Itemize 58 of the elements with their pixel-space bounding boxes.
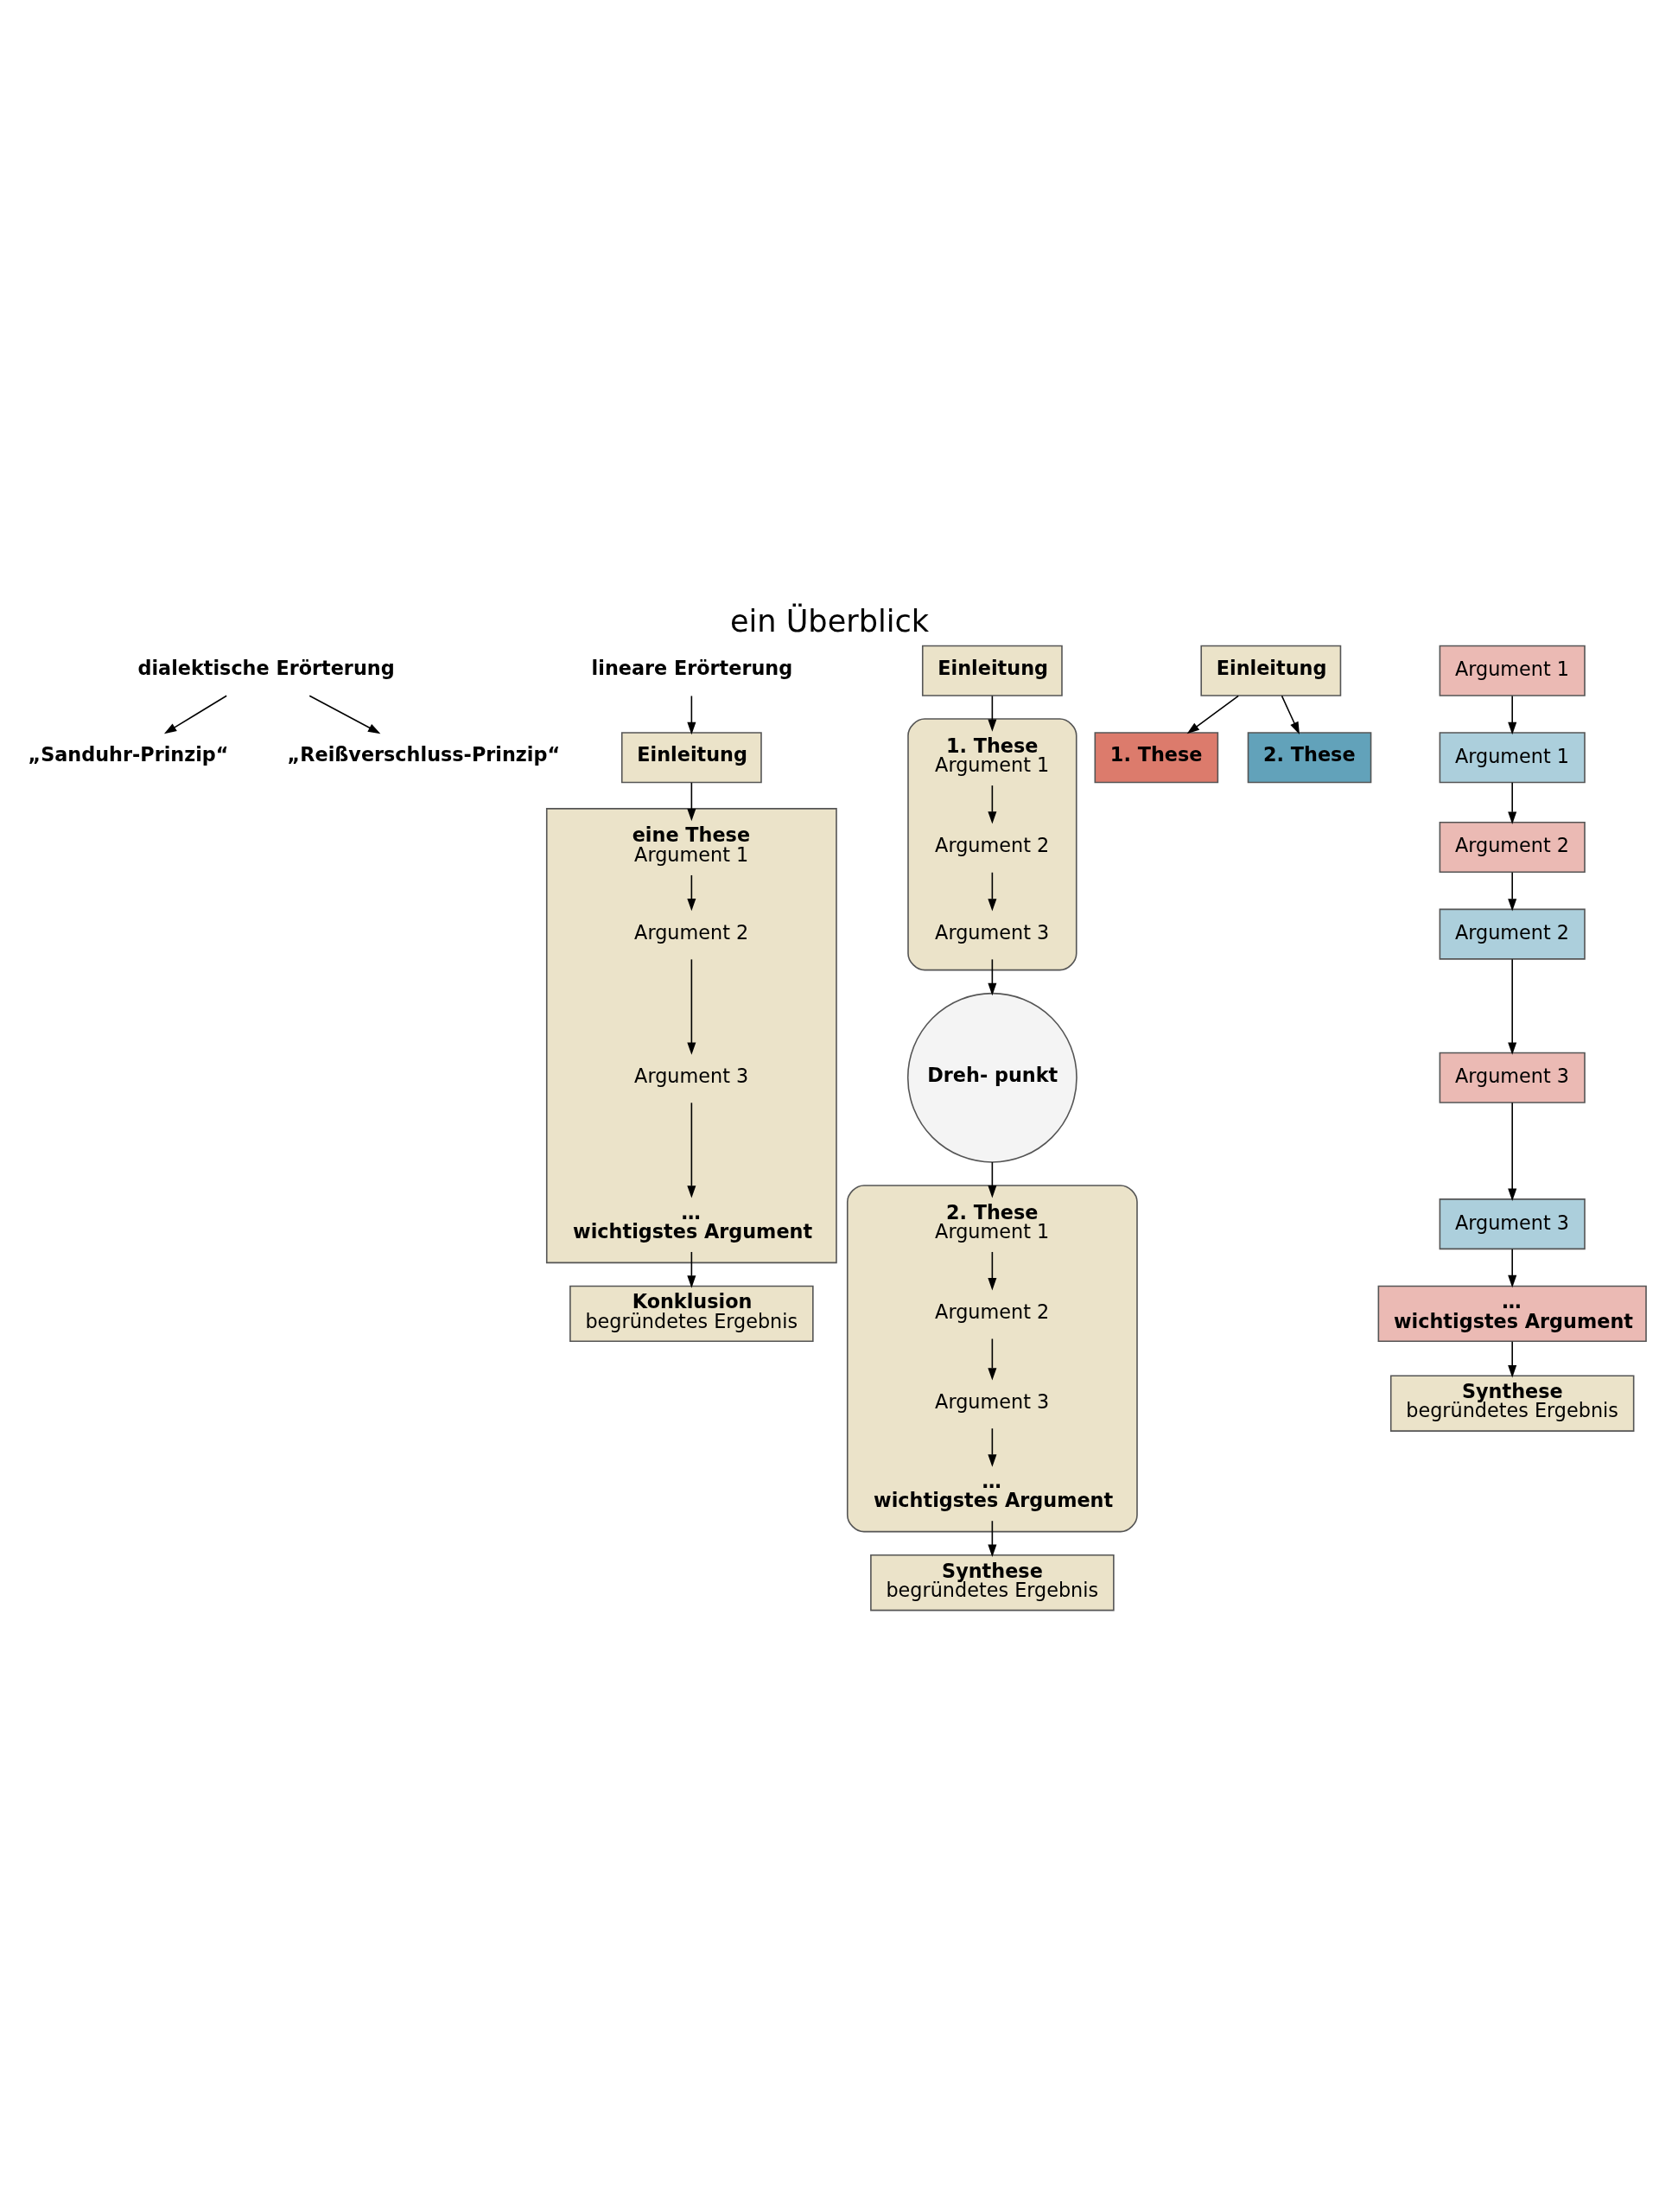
node-box: … wichtigstes Argument: [1377, 1285, 1647, 1343]
node-box: Einleitung: [620, 732, 762, 784]
node-text: „Reißverschluss-Prinzip“: [287, 743, 561, 766]
arrow: [988, 695, 997, 732]
node-box: Argument 3: [1439, 1198, 1586, 1250]
arrow: [988, 1251, 997, 1291]
arrow: [988, 872, 997, 912]
node-box: Argument 1: [1439, 732, 1586, 784]
arrow: [1508, 695, 1517, 735]
node-circle: Dreh- punkt: [906, 992, 1077, 1163]
node-box: 2. These: [1247, 732, 1372, 784]
arrow: [687, 782, 696, 822]
node-box: Einleitung: [1200, 645, 1342, 696]
arrow: [308, 695, 381, 734]
diagram-title: ein Überblick: [729, 602, 930, 639]
arrow: [1508, 782, 1517, 824]
node-box: Argument 1: [1439, 645, 1586, 696]
node-box: Synthese begründetes Ergebnis: [870, 1554, 1115, 1611]
node-box: Argument 2: [1439, 908, 1586, 960]
node-text: Argument 2: [935, 834, 1050, 857]
node-text: 2. These Argument 1: [935, 1200, 1050, 1243]
node-text: 1. These Argument 1: [935, 734, 1050, 777]
node-text: Argument 2: [935, 1300, 1050, 1324]
arrow: [988, 958, 997, 996]
arrow: [687, 874, 696, 912]
arrow: [163, 695, 227, 734]
arrow: [988, 1427, 997, 1467]
node-box: Konklusion begründetes Ergebnis: [569, 1285, 814, 1343]
node-box: Einleitung: [921, 645, 1063, 696]
arrow: [687, 1251, 696, 1288]
arrow: [1186, 695, 1240, 734]
arrow: [1508, 958, 1517, 1055]
arrow: [1508, 1102, 1517, 1201]
arrow: [687, 695, 696, 735]
arrow: [988, 785, 997, 824]
node-box: Argument 2: [1439, 822, 1586, 874]
arrow: [988, 1161, 997, 1198]
node-text: … wichtigstes Argument: [874, 1469, 1114, 1512]
arrow: [1508, 1340, 1517, 1378]
node-box: Argument 3: [1439, 1052, 1586, 1103]
node-text: dialektische Erörterung: [137, 656, 395, 679]
node-text: eine These Argument 1: [632, 823, 751, 866]
node-text: Argument 3: [935, 921, 1050, 944]
node-text: lineare Erörterung: [591, 656, 793, 679]
arrow: [1281, 695, 1300, 734]
arrow: [1508, 1248, 1517, 1288]
node-text: Argument 3: [935, 1390, 1050, 1414]
node-text: „Sanduhr-Prinzip“: [28, 743, 229, 766]
arrow: [687, 958, 696, 1055]
node-text: … wichtigstes Argument: [573, 1200, 813, 1243]
arrow: [687, 1102, 696, 1198]
arrow: [988, 1338, 997, 1381]
node-text: Argument 3: [634, 1065, 749, 1088]
node-box: 1. These: [1094, 732, 1219, 784]
node-text: Argument 2: [634, 921, 749, 944]
arrow: [1508, 872, 1517, 912]
arrow: [988, 1520, 997, 1557]
node-box: Synthese begründetes Ergebnis: [1389, 1375, 1635, 1432]
